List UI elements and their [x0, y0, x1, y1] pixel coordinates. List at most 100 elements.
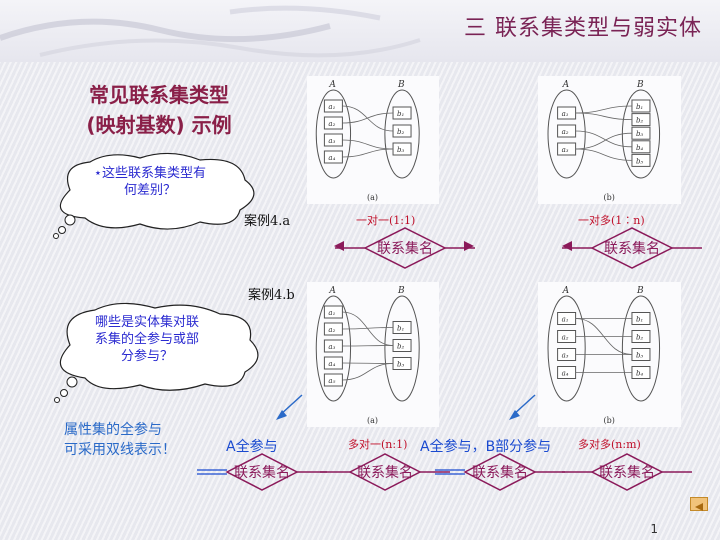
triangle-left-icon: [695, 503, 703, 511]
svg-text:a₂: a₂: [328, 120, 335, 128]
top-left-diagram: A Ba₁ a₂ a₃ a₄ b₁ b₂ b₃ (a): [307, 76, 439, 204]
entity-item: [557, 142, 577, 156]
svg-text:a₁: a₁: [328, 103, 335, 111]
heading-line-2: (映射基数) 示例: [86, 113, 232, 137]
cloud-2-line-1: 哪些是实体集对联: [94, 315, 199, 330]
entity-item: [557, 124, 577, 138]
svg-text:b₂: b₂: [636, 334, 643, 342]
entity-item: [323, 99, 343, 113]
double-line-note-2: 可采用双线表示！: [64, 442, 176, 458]
entity-item: [392, 142, 412, 156]
entity-item: [631, 348, 651, 361]
entity-item: [557, 106, 577, 120]
entity-item: [392, 124, 412, 138]
entity-item: [557, 312, 577, 325]
cloud-1-line-2: 何差别？: [123, 183, 176, 198]
section-heading: 常见联系集类型 (映射基数) 示例: [64, 80, 254, 140]
svg-text:b₂: b₂: [397, 343, 404, 351]
case-b-label: 案例4.b: [248, 288, 295, 303]
entity-item: [392, 321, 412, 334]
cardinality-1-n: 一对多(1∶n): [578, 214, 645, 227]
relationship-diamond-n-1: [320, 453, 450, 491]
thought-cloud-1: [53, 152, 255, 239]
header-swirls: [0, 5, 421, 58]
a-full-b-partial-note: A全参与，B部分参与: [420, 439, 552, 455]
entity-item: [557, 366, 577, 379]
entity-item: [392, 106, 412, 120]
entity-item: [631, 113, 651, 127]
svg-text:a₃: a₃: [562, 352, 569, 360]
svg-text:a₄: a₄: [562, 370, 569, 378]
entity-item: [323, 373, 343, 387]
slide-title: 三 联系集类型与弱实体: [464, 16, 702, 41]
entity-item: [557, 330, 577, 343]
entity-a-label: A: [562, 80, 570, 90]
entity-a-label: A: [328, 286, 336, 296]
entity-item: [631, 312, 651, 325]
relationship-name: 联系集名: [357, 465, 413, 481]
svg-text:a₅: a₅: [328, 377, 335, 385]
svg-text:b₃: b₃: [636, 130, 643, 138]
relationship-diamond-full: [197, 453, 327, 491]
entity-item: [323, 356, 343, 370]
relationship-name: 联系集名: [604, 241, 660, 257]
svg-text:b₃: b₃: [397, 146, 404, 154]
diagram-caption: (a): [367, 193, 378, 202]
cloud-1-text: ⋆这些联系集类型有 何差别？: [70, 165, 230, 199]
relationship-name: 联系集名: [377, 241, 433, 257]
relationship-diamond-n-m: [562, 453, 692, 491]
svg-text:b₃: b₃: [397, 361, 404, 369]
entity-item: [631, 366, 651, 379]
entity-item: [323, 133, 343, 147]
svg-text:a₃: a₃: [328, 137, 335, 145]
svg-text:b₁: b₁: [636, 103, 643, 111]
entity-b-label: B: [397, 80, 405, 90]
cardinality-n-m: 多对多(n:m): [578, 438, 641, 451]
svg-text:a₂: a₂: [328, 326, 335, 334]
next-slide-button[interactable]: [690, 497, 708, 511]
entity-item: [631, 153, 651, 167]
cloud-2-line-3: 分参与？: [120, 349, 173, 364]
entity-item: [323, 150, 343, 164]
svg-text:a₃: a₃: [562, 146, 569, 154]
svg-text:a₃: a₃: [328, 343, 335, 351]
entity-item: [631, 126, 651, 140]
cloud-2-line-2: 系集的全参与或部: [94, 332, 199, 347]
diagram-caption: (b): [604, 193, 615, 202]
entity-item: [323, 322, 343, 336]
cloud-2-text: 哪些是实体集对联 系集的全参与或部 分参与？: [72, 314, 222, 365]
entity-item: [323, 339, 343, 353]
double-line-note: 属性集的全参与 可采用双线表示！: [64, 420, 176, 460]
svg-text:b₅: b₅: [636, 157, 643, 165]
entity-item: [557, 348, 577, 361]
svg-text:b₁: b₁: [397, 325, 404, 333]
relationship-name: 联系集名: [472, 465, 528, 481]
entity-b-label: B: [636, 286, 644, 296]
heading-line-1: 常见联系集类型: [89, 83, 229, 107]
double-line-note-1: 属性集的全参与: [64, 422, 162, 438]
svg-text:b₂: b₂: [636, 117, 643, 125]
svg-text:b₁: b₁: [397, 110, 404, 118]
entity-a-label: A: [562, 286, 570, 296]
svg-text:a₂: a₂: [562, 128, 569, 136]
entity-item: [631, 140, 651, 154]
cloud-1-line-1: ⋆这些联系集类型有: [93, 166, 207, 181]
svg-text:b₂: b₂: [397, 128, 404, 136]
svg-text:a₄: a₄: [328, 154, 335, 162]
svg-text:b₃: b₃: [636, 352, 643, 360]
entity-item: [392, 357, 412, 370]
header-band: [0, 0, 720, 62]
relationship-name: 联系集名: [234, 465, 290, 481]
page-number: 1: [650, 522, 658, 536]
svg-text:b₄: b₄: [636, 144, 643, 152]
a-full-participation-note: A全参与: [226, 439, 278, 455]
relationship-name: 联系集名: [599, 465, 655, 481]
entity-a-label: A: [328, 80, 336, 90]
svg-text:a₄: a₄: [328, 360, 335, 368]
svg-text:b₄: b₄: [636, 370, 643, 378]
entity-item: [631, 99, 651, 113]
case-a-label: 案例4.a: [244, 214, 291, 229]
